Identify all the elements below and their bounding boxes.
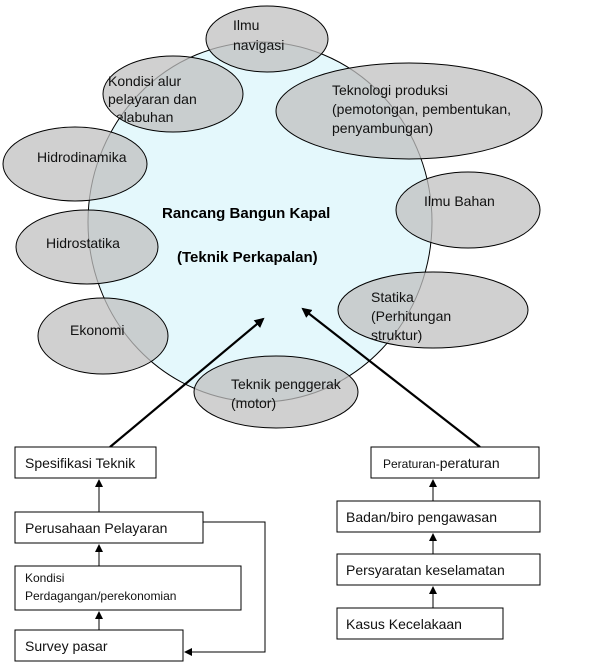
field-ekonomi: Ekonomi — [37, 297, 169, 375]
box-label: Survey pasar — [25, 638, 108, 654]
box-badan-pengawasan: Badan/biro pengawasan — [336, 500, 541, 533]
box-label: Badan/biro pengawasan — [346, 509, 497, 525]
box-label: Spesifikasi Teknik — [25, 455, 136, 471]
field-hidrostatika: Hidrostatika — [15, 209, 159, 285]
field-label: Ilmu Bahan — [424, 193, 495, 209]
field-label: Teknologi produksi — [332, 82, 448, 98]
field-label: Hidrostatika — [46, 235, 120, 251]
field-label: Teknik penggerak — [231, 376, 342, 392]
box-perusahaan-pelayaran: Perusahaan Pelayaran — [14, 511, 204, 544]
field-label: penyambungan) — [332, 120, 433, 136]
center-title: Rancang Bangun Kapal — [162, 205, 330, 222]
arrow-rules-to-center — [301, 307, 481, 448]
field-label: Kondisi alur — [108, 73, 181, 89]
box-kasus-kecelakaan: Kasus Kecelakaan — [336, 607, 504, 640]
field-label: Ilmu — [233, 17, 259, 33]
field-label: (pemotongan, pembentukan, — [332, 101, 511, 117]
box-peraturan: Peraturan-peraturan — [370, 446, 540, 479]
field-label: struktur) — [371, 327, 422, 343]
arrow-spec-to-center — [109, 317, 265, 448]
box-label: Peraturan-peraturan — [383, 455, 500, 471]
field-label: pelayaran dan — [108, 91, 197, 107]
field-kondisi-alur: Kondisi alur pelayaran dan pelabuhan — [102, 55, 244, 133]
field-teknologi-produksi: Teknologi produksi (pemotongan, pembentu… — [275, 62, 543, 160]
field-statika: Statika (Perhitungan struktur) — [337, 271, 529, 349]
field-label: Ekonomi — [70, 322, 124, 338]
box-label: Perdagangan/perekonomian — [25, 589, 176, 603]
box-persyaratan-keselamatan: Persyaratan keselamatan — [336, 553, 541, 586]
field-label: Hidrodinamika — [37, 149, 127, 165]
field-label: pelabuhan — [108, 109, 173, 125]
field-teknik-penggerak: Teknik penggerak (motor) — [193, 355, 359, 429]
arrow-perusahaan-to-survey — [184, 521, 266, 656]
field-hidrodinamika: Hidrodinamika — [2, 126, 148, 202]
box-spesifikasi-teknik: Spesifikasi Teknik — [14, 446, 157, 479]
field-label: (motor) — [231, 395, 276, 411]
field-label: navigasi — [233, 37, 284, 53]
box-label: Persyaratan keselamatan — [346, 562, 505, 578]
center-subtitle: (Teknik Perkapalan) — [177, 249, 318, 266]
box-label: Kondisi — [25, 571, 64, 585]
box-kondisi-perdagangan: Kondisi Perdagangan/perekonomian — [14, 565, 242, 611]
field-label: (Perhitungan — [371, 308, 451, 324]
peraturan-suffix: peraturan — [440, 455, 500, 471]
box-label: Perusahaan Pelayaran — [25, 520, 167, 536]
field-label: Statika — [371, 289, 414, 305]
field-ilmu-bahan: Ilmu Bahan — [395, 171, 541, 249]
box-survey-pasar: Survey pasar — [14, 629, 184, 662]
field-ilmu-navigasi: Ilmu navigasi — [205, 5, 329, 73]
box-label: Kasus Kecelakaan — [346, 616, 462, 632]
peraturan-prefix: Peraturan- — [383, 457, 440, 471]
